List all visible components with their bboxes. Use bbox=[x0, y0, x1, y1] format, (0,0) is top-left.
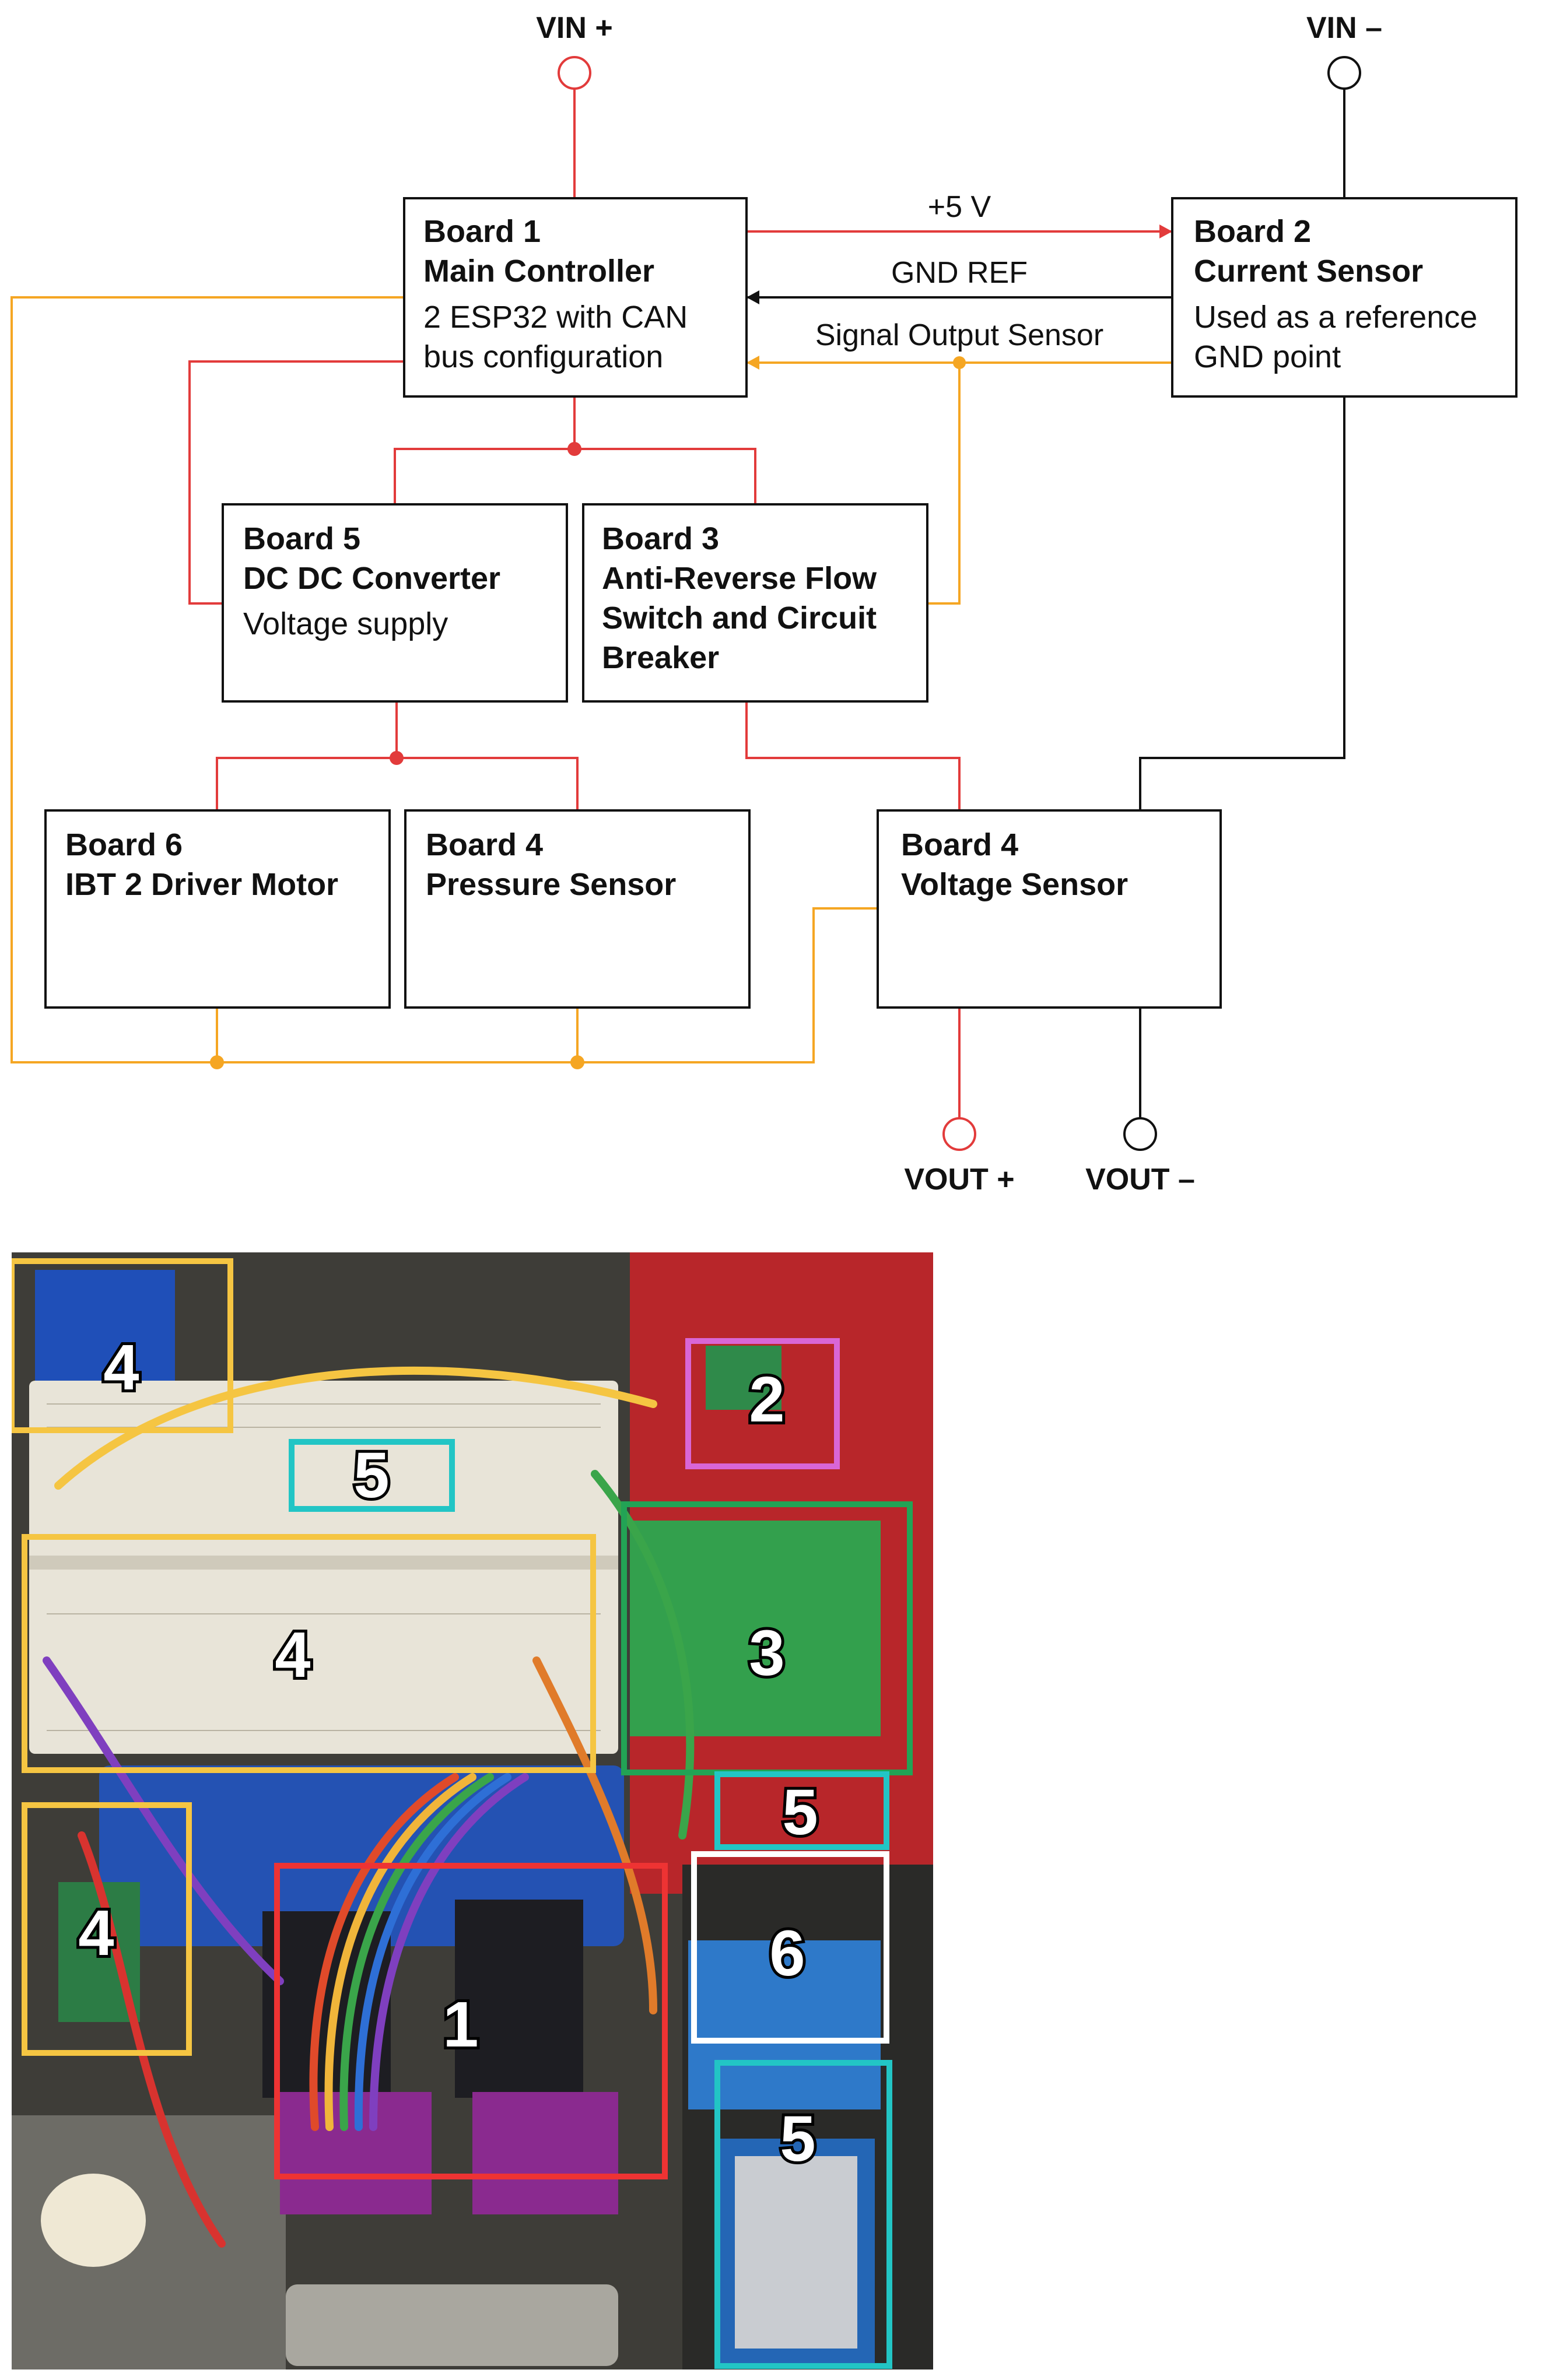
gnd-ref-arrowhead bbox=[747, 290, 759, 304]
region-box-board5 bbox=[714, 1771, 889, 1850]
region-label: 5 bbox=[782, 1777, 818, 1848]
board4-pressure-subtitle: Pressure Sensor bbox=[426, 867, 676, 902]
region-label: 5 bbox=[780, 2103, 815, 2175]
board6-title: Board 6 bbox=[65, 827, 183, 862]
region-box-board2 bbox=[685, 1338, 840, 1469]
gnd-ref-label: GND REF bbox=[891, 256, 1028, 290]
region-box-board4 bbox=[22, 1802, 192, 2056]
region-box-board5 bbox=[289, 1439, 455, 1512]
region-box-board4 bbox=[22, 1534, 596, 1773]
hardware-photo-drawing: 4 5 2 4 3 5 4 6 1 5 bbox=[12, 1252, 933, 2370]
board4-pressure-box: Board 4 Pressure Sensor bbox=[404, 809, 751, 1009]
region-label: 4 bbox=[78, 1897, 114, 1969]
board5-title: Board 5 bbox=[243, 521, 360, 556]
vout-plus-label: VOUT + bbox=[904, 1163, 1014, 1196]
board2-box: Board 2 Current Sensor Used as a referen… bbox=[1171, 197, 1518, 398]
vin-minus-label: VIN – bbox=[1306, 11, 1382, 45]
board2-subtitle: Current Sensor bbox=[1194, 254, 1423, 289]
board3-box: Board 3 Anti-Reverse Flow Switch and Cir… bbox=[582, 503, 928, 703]
board4-voltage-title: Board 4 bbox=[901, 827, 1018, 862]
region-label: 4 bbox=[275, 1619, 310, 1691]
board2-note: GND point bbox=[1194, 339, 1341, 374]
region-label: 4 bbox=[103, 1332, 139, 1403]
region-label: 2 bbox=[749, 1364, 784, 1435]
board4-voltage-box: Board 4 Voltage Sensor bbox=[877, 809, 1222, 1009]
board1-box: Board 1 Main Controller 2 ESP32 with CAN… bbox=[403, 197, 748, 398]
board4-voltage-subtitle: Voltage Sensor bbox=[901, 867, 1128, 902]
board4-pressure-title: Board 4 bbox=[426, 827, 543, 862]
junction-dot bbox=[567, 442, 581, 456]
board6-subtitle: IBT 2 Driver Motor bbox=[65, 867, 338, 902]
board1-note: bus configuration bbox=[423, 339, 663, 374]
board3-title: Board 3 bbox=[602, 521, 719, 556]
region-label: 5 bbox=[353, 1440, 389, 1511]
vin-plus-label: VIN + bbox=[536, 11, 613, 45]
board3-subtitle: Switch and Circuit bbox=[602, 601, 877, 636]
board2-title: Board 2 bbox=[1194, 214, 1311, 249]
junction-dot bbox=[570, 1055, 584, 1069]
region-box-board6 bbox=[691, 1851, 889, 2044]
board3-subtitle: Breaker bbox=[602, 640, 719, 675]
region-box-board1 bbox=[274, 1863, 668, 2179]
vin-minus-terminal bbox=[1327, 56, 1361, 90]
hardware-photo: 4 5 2 4 3 5 4 6 1 5 bbox=[12, 1252, 933, 2370]
esp32-board bbox=[455, 1900, 583, 2098]
junction-dot bbox=[953, 356, 966, 369]
region-box-board4 bbox=[12, 1258, 233, 1433]
board5-box: Board 5 DC DC Converter Voltage supply bbox=[222, 503, 568, 703]
board1-note: 2 ESP32 with CAN bbox=[423, 300, 688, 335]
region-label: 1 bbox=[443, 1989, 478, 2060]
region-label: 6 bbox=[769, 1918, 805, 1989]
vout-plus-terminal bbox=[942, 1117, 976, 1151]
vin-plus-terminal bbox=[558, 56, 591, 90]
junction-dot bbox=[390, 751, 404, 765]
power-wires bbox=[188, 87, 1172, 1118]
region-box-board5 bbox=[714, 2060, 892, 2369]
board3-subtitle: Anti-Reverse Flow bbox=[602, 561, 877, 596]
signal-output-label: Signal Output Sensor bbox=[815, 318, 1103, 352]
junction-dot bbox=[210, 1055, 224, 1069]
block-diagram: VIN + VIN – VOUT + VOUT – +5 V GND REF S… bbox=[10, 11, 1518, 1196]
plus5v-label: +5 V bbox=[928, 190, 991, 224]
plus5v-arrowhead bbox=[1159, 224, 1172, 238]
signal-arrowhead bbox=[747, 356, 759, 370]
region-label: 3 bbox=[749, 1617, 784, 1689]
ground-wires bbox=[747, 87, 1345, 1118]
board1-subtitle: Main Controller bbox=[423, 254, 654, 289]
board2-note: Used as a reference bbox=[1194, 300, 1477, 335]
board5-subtitle: DC DC Converter bbox=[243, 561, 500, 596]
vout-minus-terminal bbox=[1123, 1117, 1157, 1151]
board1-title: Board 1 bbox=[423, 214, 541, 249]
board5-note: Voltage supply bbox=[243, 606, 448, 641]
board6-box: Board 6 IBT 2 Driver Motor bbox=[44, 809, 391, 1009]
vout-minus-label: VOUT – bbox=[1085, 1163, 1195, 1196]
